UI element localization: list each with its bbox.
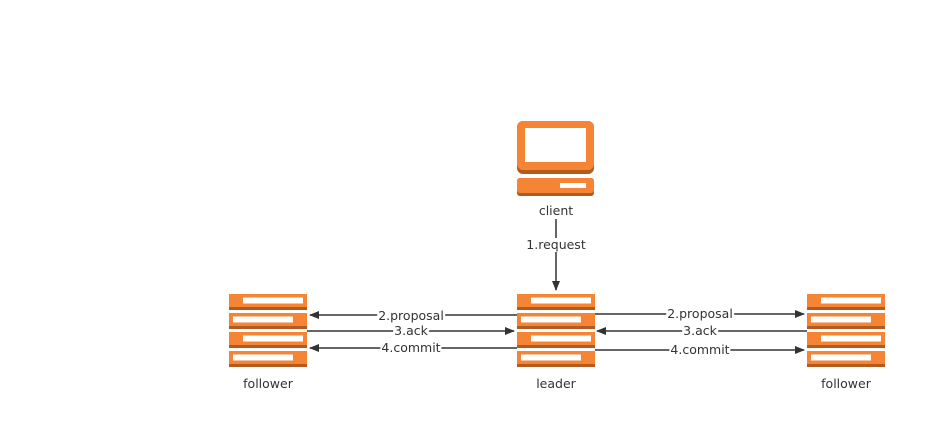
commit-left-label: 4.commit [380, 340, 442, 355]
computer-icon [517, 121, 594, 196]
server-icon [517, 294, 595, 367]
commit-right-label: 4.commit [669, 342, 731, 357]
leader-label: leader [535, 376, 577, 391]
ack-right-label: 3.ack [682, 323, 718, 338]
ack-left-label: 3.ack [393, 323, 429, 338]
follower-left-label: follower [242, 376, 294, 391]
client-label: client [537, 203, 575, 218]
server-icon [807, 294, 885, 367]
follower-right-label: follower [820, 376, 872, 391]
proposal-right-label: 2.proposal [666, 306, 734, 321]
proposal-left-label: 2.proposal [377, 308, 445, 323]
server-icon [229, 294, 307, 367]
request-label: 1.request [525, 237, 587, 252]
